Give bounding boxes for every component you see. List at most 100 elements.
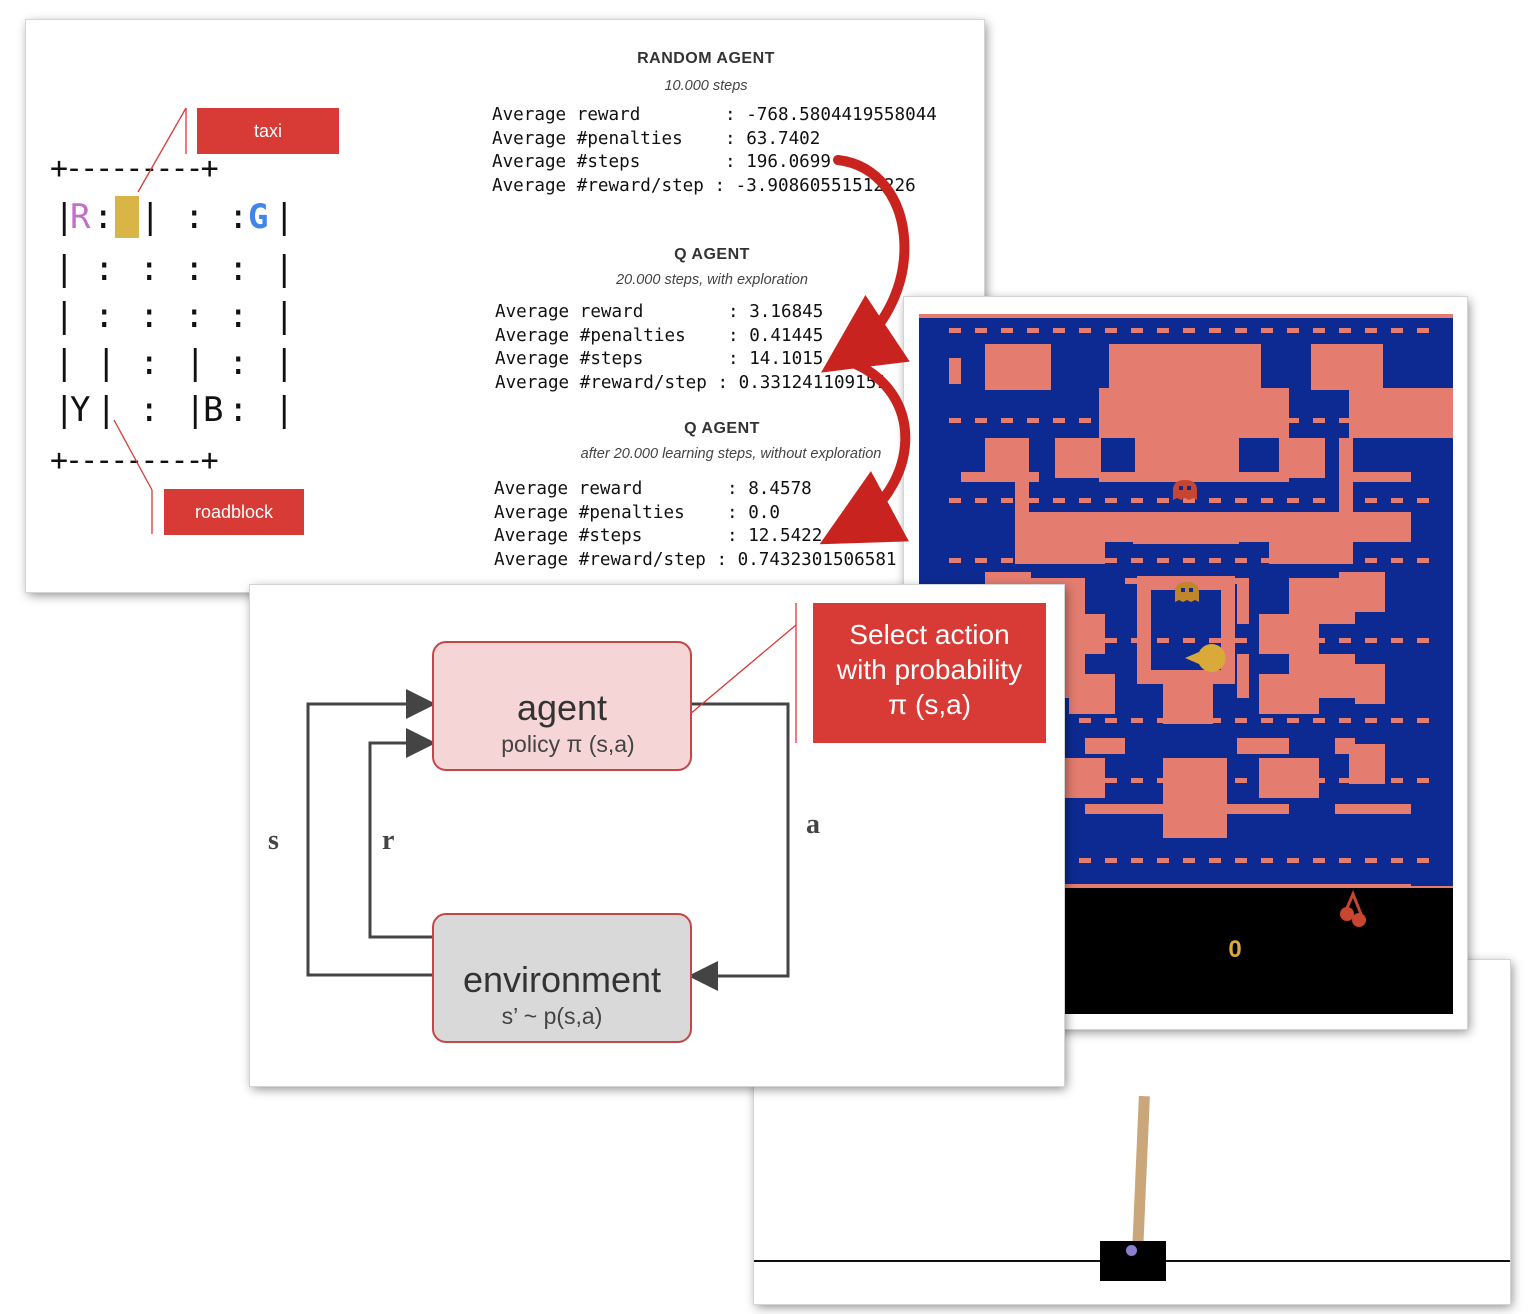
environment-transition: s’ ~ p(s,a) [501, 1003, 603, 1029]
random-agent-subtitle: 10.000 steps [664, 78, 748, 94]
pellet [1261, 328, 1273, 333]
pellet [1027, 328, 1039, 333]
pellet [1053, 418, 1065, 423]
pellet [1105, 328, 1117, 333]
grid-wall: | [54, 249, 75, 289]
pellet [1131, 858, 1143, 863]
grid-wall: | [274, 343, 295, 383]
q-agent-greedy-title: Q AGENT [684, 420, 760, 437]
taxi-marker [115, 196, 139, 238]
reward-label: r [382, 825, 395, 856]
pellet [1183, 418, 1195, 423]
environment-title: environment [462, 959, 662, 1000]
pellet [1339, 498, 1351, 503]
pellet [1079, 558, 1091, 563]
grid-colon: : [228, 343, 249, 383]
stat-row: Average #reward/step : 0.7432301506581 [494, 549, 897, 570]
pellet [1209, 418, 1221, 423]
state-label: s [268, 825, 279, 856]
pellet [1287, 778, 1299, 783]
location-g: G [248, 197, 269, 237]
pellet [1183, 638, 1195, 643]
maze-pellets [949, 328, 1429, 863]
pellet [1157, 498, 1169, 503]
callout-line: π (s,a) [887, 689, 972, 720]
pellet [1001, 328, 1013, 333]
pellet [1235, 558, 1247, 563]
grid-wall: | [140, 197, 161, 237]
pellet [1027, 498, 1039, 503]
pellet [1183, 858, 1195, 863]
stat-row: Average #reward/step : -3.90860551512226 [492, 175, 937, 199]
stat-row: Average #steps : 196.0699 [492, 152, 831, 173]
pellet [1183, 718, 1195, 723]
pellet [1261, 498, 1273, 503]
ghost-orange-icon [1175, 582, 1199, 602]
pellet [975, 498, 987, 503]
cherry-icon [1340, 890, 1366, 927]
pellet [1105, 558, 1117, 563]
pacman-icon [1185, 644, 1226, 672]
grid-top-border: +---------+ [50, 151, 219, 186]
pellet [1417, 418, 1429, 423]
pellet [1339, 328, 1351, 333]
pellet [1313, 558, 1325, 563]
pellet [1339, 418, 1351, 423]
grid-wall: | [274, 197, 295, 237]
pellet [1131, 778, 1143, 783]
grid-colon: : [139, 390, 160, 430]
pellet [1079, 498, 1091, 503]
stat-row-text: Average #reward/step : -3.9086055151 [492, 175, 874, 196]
pellet [1001, 558, 1013, 563]
pellet [1131, 638, 1143, 643]
q-agent-greedy-stats: Average reward : 8.4578 Average #penalti… [494, 478, 897, 572]
pellet [1391, 718, 1403, 723]
pellet [1079, 328, 1091, 333]
environment-box: environment s’ ~ p(s,a) [432, 913, 692, 1043]
pellet [1391, 558, 1403, 563]
pellet [1209, 498, 1221, 503]
grid-colon: : [139, 296, 160, 336]
pellet [1313, 718, 1325, 723]
pellet [1209, 858, 1221, 863]
pellet [1287, 638, 1299, 643]
pellet [1131, 328, 1143, 333]
q-agent-stats: Average reward : 3.16845 Average #penalt… [495, 301, 887, 395]
taxi-label: taxi [197, 108, 339, 154]
q-agent-greedy-subtitle: after 20.000 learning steps, without exp… [580, 446, 882, 462]
pellet [1417, 328, 1429, 333]
grid-colon: : [94, 296, 115, 336]
pellet [1027, 558, 1039, 563]
pellet [1261, 858, 1273, 863]
pellet [1183, 328, 1195, 333]
pellet [1391, 638, 1403, 643]
pellet [1287, 858, 1299, 863]
grid-colon: : [94, 249, 115, 289]
pellet [1261, 638, 1273, 643]
grid-colon: : [184, 249, 205, 289]
pellet [1339, 638, 1351, 643]
pellet [975, 418, 987, 423]
q-agent-title: Q AGENT [674, 246, 750, 263]
pellet [1313, 638, 1325, 643]
stat-row: Average reward : -768.5804419558044 [492, 105, 937, 125]
pellet [1001, 498, 1013, 503]
pellet [1157, 718, 1169, 723]
pellet [1183, 778, 1195, 783]
pellet [1287, 718, 1299, 723]
pellet [1339, 718, 1351, 723]
stat-row: Average #penalties : 0.0 [494, 502, 780, 523]
ghost-red-icon [1173, 480, 1197, 500]
grid-wall: | [54, 197, 75, 237]
pellet [1157, 858, 1169, 863]
grid-wall: | [274, 296, 295, 336]
pellet [1079, 718, 1091, 723]
grid-bottom-border: +---------+ [50, 443, 219, 478]
pellet [1235, 858, 1247, 863]
pellet [1235, 718, 1247, 723]
stat-row: Average reward : 8.4578 [494, 479, 812, 499]
grid-colon: : [228, 249, 249, 289]
taxi-grid: +---------+ +---------+ | R : | : : G | … [26, 20, 356, 520]
pellet [1365, 718, 1377, 723]
pellet [1417, 778, 1429, 783]
